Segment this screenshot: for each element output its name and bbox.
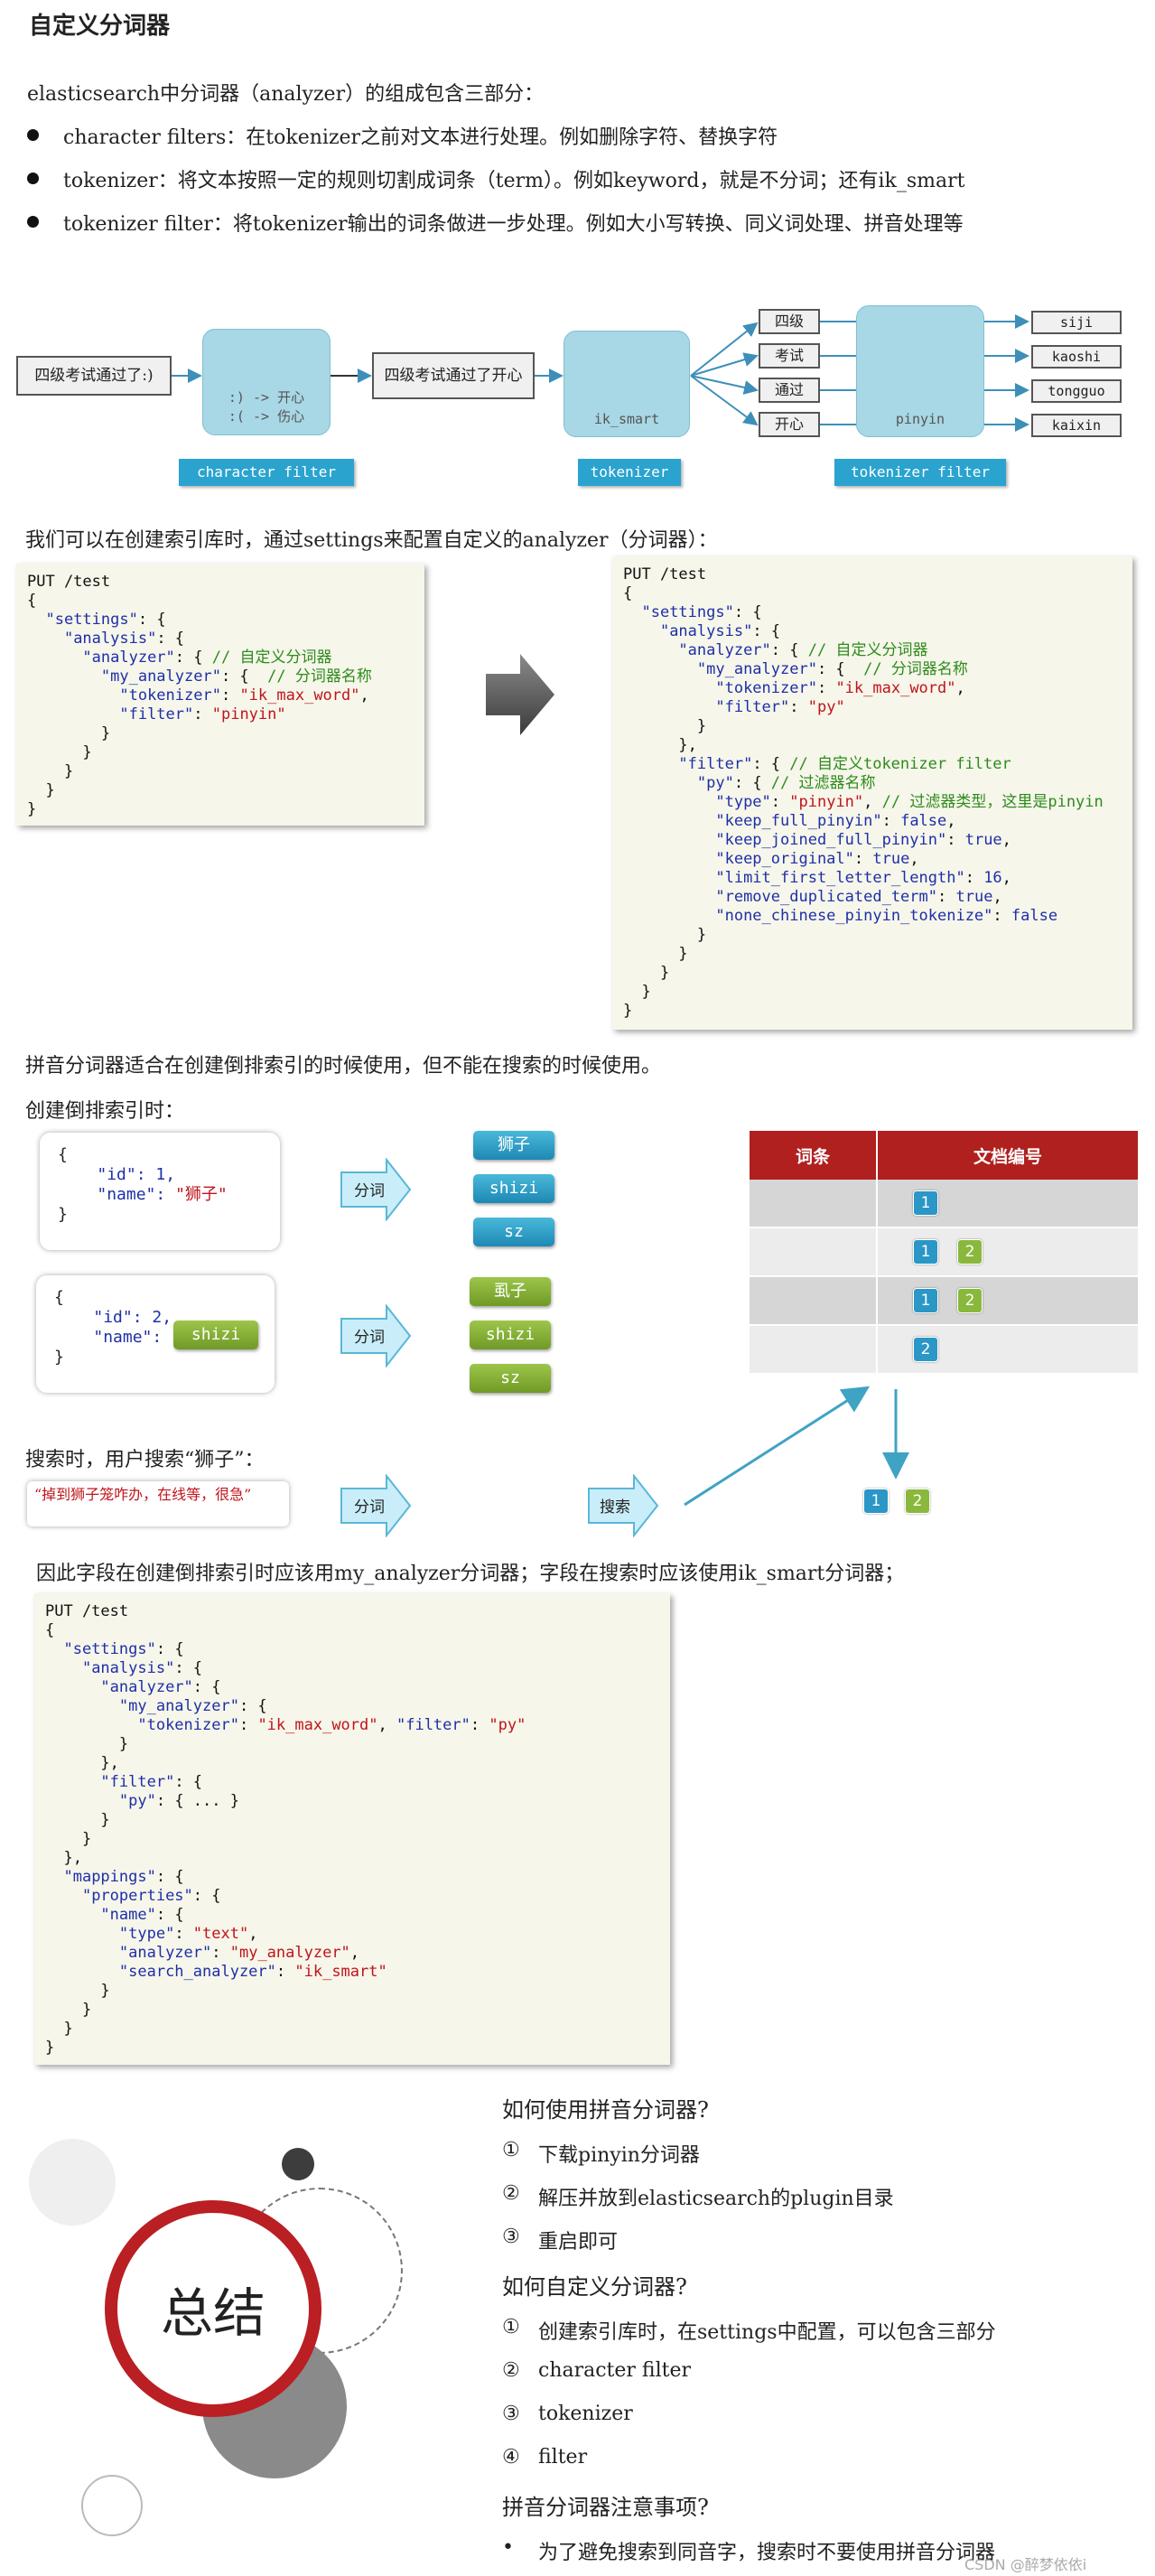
cf-rule-2: :( -> 伤心 [228, 406, 304, 425]
tokenizer-tag: tokenizer [578, 459, 681, 486]
bullet-icon [27, 216, 39, 228]
summary-q2-item-marker: ① [502, 2316, 520, 2338]
doc-id-badge: 2 [957, 1239, 983, 1265]
tokenizer-node: ik_smart [564, 331, 690, 437]
token-box: 通过 [759, 378, 820, 403]
tokenizer-name: ik_smart [594, 411, 659, 427]
flow-input-box: 四级考试通过了:) [16, 356, 172, 396]
header-term: 词条 [750, 1131, 877, 1180]
doc-id-badge: 1 [913, 1190, 938, 1216]
table-row: 1 2 [750, 1276, 1139, 1325]
intro-text: elasticsearch中分词器（analyzer）的组成包含三部分： [27, 78, 544, 107]
doc-id-badge: 1 [913, 1288, 938, 1313]
summary-label: 总结 [161, 2271, 265, 2347]
token-box: 考试 [759, 343, 820, 369]
conclusion-note: 因此字段在创建倒排索引时应该用my_analyzer分词器；字段在搜索时应该使用… [36, 1557, 904, 1586]
summary-q2: 如何自定义分词器? [502, 2269, 687, 2301]
decor-circle [29, 2139, 116, 2226]
split-label-2: 分词 [354, 1324, 385, 1347]
bullet-character-filters: character filters：在tokenizer之前对文本进行处理。例如… [63, 121, 778, 150]
summary-q1-item: 重启即可 [538, 2226, 618, 2254]
doc2-name-overlay: shizi [173, 1321, 258, 1349]
pinyin-output: kaoshi [1031, 345, 1122, 369]
code-block-custom: PUT /test { "settings": { "analysis": { … [612, 556, 1132, 1030]
bullet-token-filter: tokenizer filter：将tokenizer输出的词条做进一步处理。例… [63, 208, 964, 237]
summary-q1: 如何使用拼音分词器? [502, 2092, 709, 2123]
code-block-mapping: PUT /test { "settings": { "analysis": { … [34, 1593, 670, 2065]
token-pill-1: sz [473, 1218, 554, 1246]
lookup-arrows [668, 1373, 939, 1517]
result-id-badge: 1 [863, 1489, 889, 1514]
header-doc-ids: 文档编号 [877, 1131, 1139, 1180]
decor-circle [81, 2475, 143, 2536]
token-pill-1: shizi [473, 1174, 554, 1203]
right-arrow-icon [484, 652, 556, 737]
doc-id-badge: 2 [957, 1288, 983, 1313]
pinyin-name: pinyin [896, 411, 945, 427]
summary-q2-item: character filter [538, 2359, 691, 2382]
flow-middle-box: 四级考试通过了开心 [372, 352, 535, 399]
table-row: 1 [750, 1180, 1139, 1227]
tokenizer-filter-tag: tokenizer filter [834, 459, 1006, 486]
summary-q2-item: tokenizer [538, 2403, 633, 2425]
create-index-label: 创建倒排索引时： [25, 1095, 184, 1124]
cf-rule-1: :) -> 开心 [228, 387, 304, 406]
doc2-name-key: "name": " [93, 1328, 182, 1347]
code-block-simple: PUT /test { "settings": { "analysis": { … [16, 564, 424, 826]
doc1-id: "id": 1, [97, 1165, 175, 1184]
summary-q3: 拼音分词器注意事项? [502, 2489, 709, 2521]
bullet-icon [27, 129, 39, 141]
split-label-1: 分词 [354, 1178, 385, 1200]
doc-id-badge: 1 [913, 1239, 938, 1265]
bullet-icon [27, 173, 39, 184]
summary-q1-item: 下载pinyin分词器 [538, 2139, 700, 2168]
doc2-id: "id": 2, [93, 1308, 172, 1327]
pinyin-output: siji [1031, 311, 1122, 334]
summary-q2-item-marker: ③ [502, 2403, 520, 2425]
character-filter-tag: character filter [179, 459, 354, 486]
page-title: 自定义分词器 [29, 7, 170, 41]
search-label: 搜索时，用户搜索“狮子”： [25, 1443, 265, 1472]
settings-intro: 我们可以在创建索引库时，通过settings来配置自定义的analyzer（分词… [25, 524, 718, 553]
bullet-tokenizer: tokenizer：将文本按照一定的规则切割成词条（term）。例如keywor… [63, 164, 964, 193]
split-label-search: 分词 [354, 1494, 385, 1517]
pinyin-note: 拼音分词器适合在创建倒排索引的时候使用，但不能在搜索的时候使用。 [25, 1050, 661, 1078]
result-id-badge: 2 [905, 1489, 930, 1514]
summary-q1-item-marker: ② [502, 2182, 520, 2205]
summary-q3-bullet: • [502, 2536, 514, 2559]
table-row: 2 [750, 1325, 1139, 1374]
inverted-index-table: 词条 文档编号 1 1 2 1 2 2 [750, 1131, 1140, 1375]
summary-q2-item: filter [538, 2446, 587, 2469]
token-pill-2: sz [470, 1364, 551, 1393]
doc1-name-key: "name": [97, 1185, 175, 1204]
decor-circle [282, 2148, 314, 2180]
token-pill-1: 狮子 [473, 1131, 554, 1160]
token-pill-2: 虱子 [470, 1277, 551, 1306]
doc1-name-value: "狮子" [175, 1185, 228, 1204]
token-box: 开心 [759, 412, 820, 437]
doc-card-1: { "id": 1, "name": "狮子" } [40, 1133, 280, 1250]
table-row: 1 2 [750, 1227, 1139, 1276]
summary-q2-item: 创建索引库时，在settings中配置，可以包含三部分 [538, 2316, 996, 2345]
summary-q1-item: 解压并放到elasticsearch的plugin目录 [538, 2182, 894, 2211]
token-pill-2: shizi [470, 1321, 551, 1349]
search-button-label: 搜索 [600, 1494, 630, 1517]
doc-id-badge: 2 [913, 1337, 938, 1362]
pinyin-output: kaixin [1031, 414, 1122, 437]
summary-q1-item-marker: ③ [502, 2226, 520, 2248]
summary-q2-item-marker: ② [502, 2359, 520, 2382]
token-box: 四级 [759, 309, 820, 334]
character-filter-node: :) -> 开心 :( -> 伤心 [202, 329, 331, 435]
summary-circle: 总结 [105, 2200, 321, 2417]
search-query-card: “掉到狮子笼咋办，在线等，很急” [27, 1481, 289, 1526]
summary-q3-item: 为了避免搜索到同音字，搜索时不要使用拼音分词器 [538, 2536, 995, 2565]
watermark: CSDN @醉梦依依i [964, 2553, 1086, 2574]
pinyin-filter-node: pinyin [856, 305, 984, 437]
summary-q1-item-marker: ① [502, 2139, 520, 2161]
pinyin-output: tongguo [1031, 379, 1122, 403]
summary-q2-item-marker: ④ [502, 2446, 520, 2469]
